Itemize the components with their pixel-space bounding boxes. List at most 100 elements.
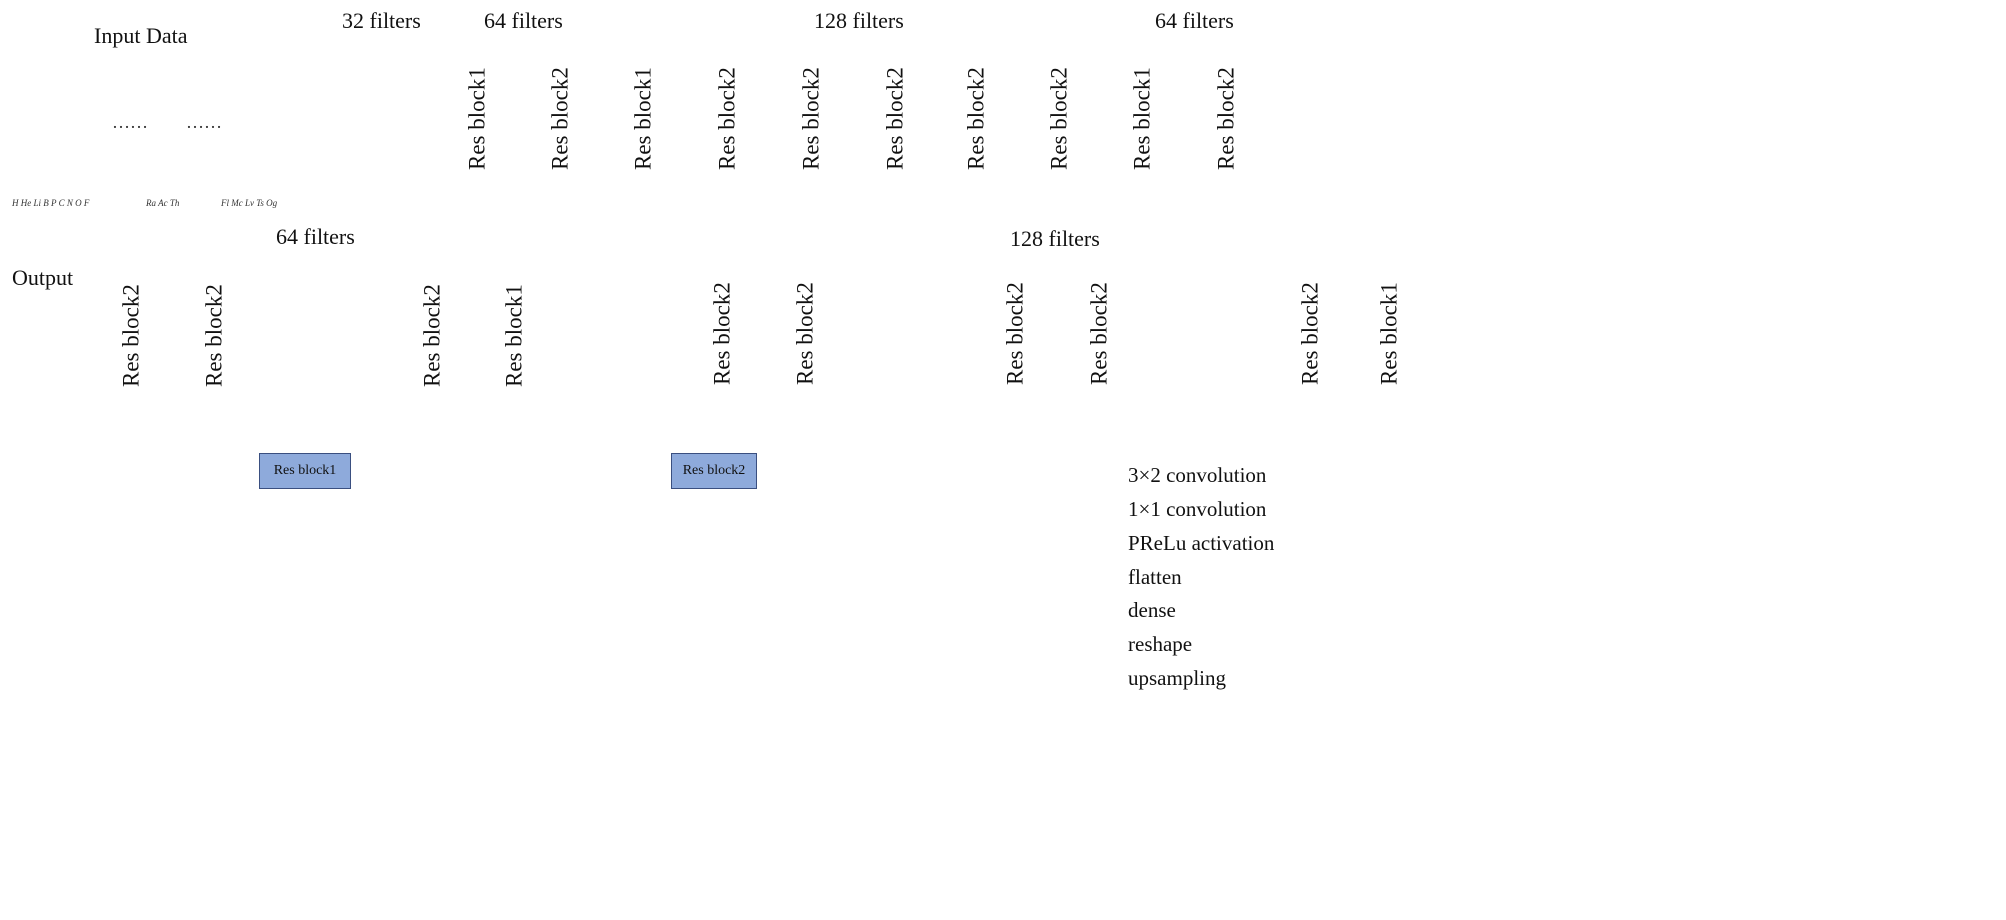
- rb2-layer-1: [736, 512, 755, 646]
- bottom-reshape-block: [1450, 335, 1479, 366]
- res-block-label: Res block2: [201, 284, 227, 388]
- arrow-bot-2-head: [1120, 326, 1129, 336]
- reshape-block-side: [1468, 78, 1520, 153]
- upsample-block-3-side: [623, 297, 647, 374]
- legend-swatch-2: [1071, 532, 1115, 552]
- input-grid-2: [146, 55, 177, 191]
- upsample-block-1: [1163, 329, 1200, 371]
- arrow-bot-6-head: [536, 328, 545, 338]
- rb1-layer-2: [448, 512, 467, 646]
- res-block1-box: [257, 451, 528, 699]
- res-block-label: Res block2: [798, 67, 824, 171]
- rb2-layer-2: [848, 512, 867, 646]
- legend-label-prelu: PReLu activation: [1128, 531, 1275, 555]
- filter-32-block-top: [338, 31, 409, 83]
- rb2-layer-2-side: [865, 464, 909, 647]
- arrow-top-9-head: [1195, 111, 1204, 121]
- legend-swatch-6: [1071, 668, 1115, 688]
- res-block-label: Res block2: [1002, 282, 1028, 386]
- input-conv-arrow: [284, 106, 326, 126]
- legend-label-conv11: 1×1 convolution: [1128, 497, 1267, 521]
- upsample-down-arrow: [1473, 206, 1497, 246]
- input-data-label: Input Data: [94, 23, 188, 48]
- arrow-top-2-head: [615, 111, 624, 121]
- arrow-top-4-head: [781, 110, 790, 120]
- input-grid-1: [9, 55, 103, 191]
- upsample-arrow-1: [1238, 324, 1280, 344]
- elements-label-group2: Ra Ac Th: [146, 198, 180, 208]
- elements-label-group3: Fl Mc Lv Ts Og: [221, 198, 278, 208]
- ellipsis-2: ……: [186, 112, 222, 132]
- output-block: [10, 292, 72, 366]
- rb1-skip-head: [460, 647, 470, 656]
- group-128-top: [601, 6, 1103, 222]
- legend-label-dense: dense: [1128, 598, 1176, 622]
- res-block-label: Res block1: [501, 284, 527, 388]
- legend-swatch-1: [1071, 499, 1115, 519]
- rb1-shortcut-box: [358, 636, 418, 692]
- res-block-label: Res block2: [963, 67, 989, 171]
- reshape-block-top: [1449, 79, 1521, 133]
- upsample-block-1-side: [1198, 296, 1235, 372]
- res-block-label: Res block1: [464, 67, 490, 171]
- output-prelu-arrow: [70, 338, 116, 356]
- res-block-label: Res block2: [882, 67, 908, 171]
- res-block-label: Res block1: [630, 67, 656, 171]
- res-block-label: Res block2: [419, 284, 445, 388]
- arrow-bot-3-head: [1038, 326, 1047, 336]
- arrow-top-5-head: [865, 110, 874, 120]
- res-block-label: Res block2: [1297, 282, 1323, 386]
- upsample-block-4: [280, 313, 336, 371]
- res-block-label: Res block2: [1046, 67, 1072, 171]
- rb1-layer-1-side: [346, 464, 393, 647]
- reshape-arrow: [1410, 106, 1452, 126]
- arrow-bot-1-head: [1330, 328, 1339, 338]
- upsample-arrow-2: [945, 321, 987, 341]
- arrow-bot-0-head: [1408, 328, 1417, 338]
- legend-label-flatten: flatten: [1128, 565, 1182, 589]
- arrow-bot-4-head: [826, 328, 835, 338]
- rb1-layer-2-top: [447, 465, 513, 514]
- legend-swatch-3: [1071, 566, 1115, 586]
- res-block-label: Res block1: [1376, 282, 1402, 386]
- dense-block-2: [1372, 30, 1403, 211]
- res-block-label: Res block2: [792, 282, 818, 386]
- res-block-label: Res block2: [714, 67, 740, 171]
- rb1-in-arrow-head: [305, 568, 314, 578]
- arrow-bot-8-head: [237, 328, 246, 338]
- bottom-reshape-block-side: [1477, 291, 1520, 367]
- rb1-layer-1: [329, 512, 348, 646]
- upsample-arrow-3: [653, 324, 695, 344]
- upsample-block-2-side: [903, 294, 933, 368]
- rb2-in-arrow-head: [713, 568, 722, 578]
- input-prelu-arrow: [284, 139, 326, 159]
- arrow-bot-5-head: [745, 328, 754, 338]
- upsample-block-3-top: [575, 298, 648, 322]
- res-block-label: Res block2: [1086, 282, 1112, 386]
- res-block2-title: Res block2: [671, 453, 757, 489]
- res-block-label: Res block2: [547, 67, 573, 171]
- upsample-block-2-top: [860, 295, 934, 324]
- elements-label-group1: H He Li B P C N O F: [12, 198, 90, 208]
- dense-arrow: [1328, 106, 1370, 126]
- rb2-layer-2-top: [847, 465, 910, 514]
- filters-32-label: 32 filters: [342, 8, 421, 33]
- flatten-arrow: [1250, 106, 1292, 126]
- arrow-top-7-head: [1029, 110, 1038, 120]
- arrow-top-1-head: [531, 111, 540, 121]
- reshape-block: [1450, 131, 1470, 152]
- arrow-bot-7-head: [455, 328, 464, 338]
- rb2-skip-head: [859, 647, 869, 656]
- rb1-layer-2-side: [465, 464, 512, 647]
- output-conv11-arrow: [70, 310, 116, 328]
- legend-label-upsampling: upsampling: [1128, 666, 1226, 690]
- rb1-prelu-arrow: [395, 571, 433, 589]
- legend-label-reshape: reshape: [1128, 632, 1193, 656]
- legend-swatch-0: [1071, 465, 1115, 485]
- group-64-bottom: [89, 223, 560, 437]
- res-block-label: Res block2: [118, 284, 144, 388]
- upsample-block-3: [576, 320, 625, 373]
- upsample-arrow-4: [365, 325, 407, 345]
- output-label: Output: [12, 265, 74, 290]
